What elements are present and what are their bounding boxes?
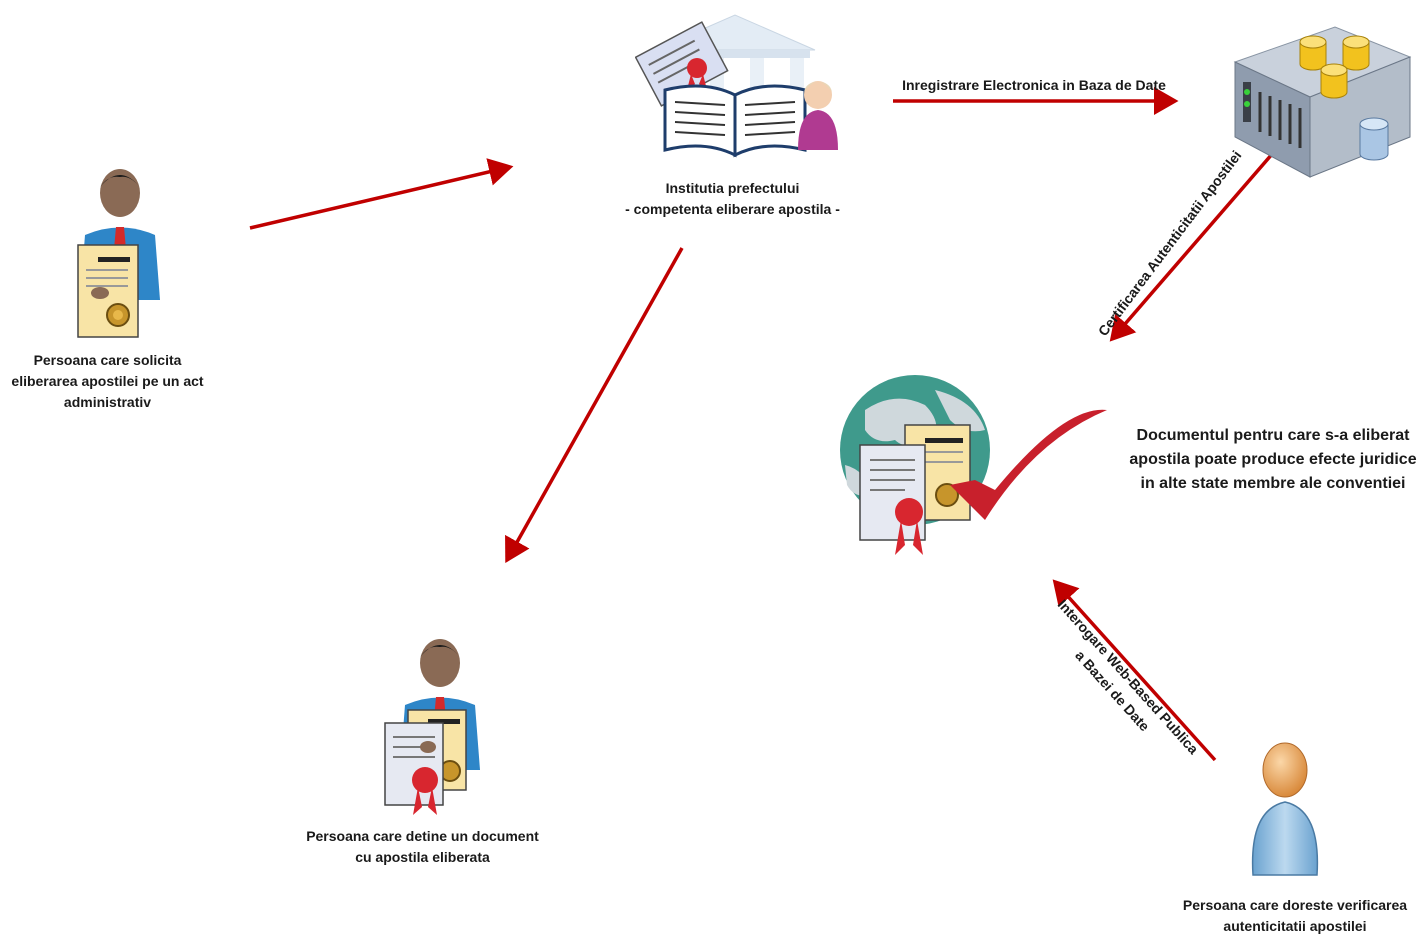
arrow-verifier-to-document <box>1052 579 1217 762</box>
holder-label: Persoana care detine un document cu apos… <box>306 828 539 865</box>
document-label: Documentul pentru care s-a eliberat apos… <box>1129 427 1417 492</box>
person-with-apostille-document-icon <box>384 639 480 815</box>
verifier-label: Persoana care doreste verificarea autent… <box>1182 897 1408 934</box>
database-server-icon <box>1233 26 1412 178</box>
institution-label: Institutia prefectului - competenta elib… <box>625 180 840 217</box>
globe-certificate-checkmark-icon <box>840 375 1107 555</box>
user-icon <box>1251 742 1319 876</box>
registration-arrow-label: Inregistrare Electronica in Baza de Date <box>902 77 1166 93</box>
arrow-applicant-to-institution <box>249 158 514 230</box>
arrow-institution-to-holder <box>505 247 684 564</box>
person-with-certificate-icon <box>77 169 160 338</box>
institution-book-icon <box>635 14 838 158</box>
applicant-label: Persoana care solicita eliberarea aposti… <box>11 352 204 410</box>
arrow-database-to-document <box>1109 151 1275 342</box>
